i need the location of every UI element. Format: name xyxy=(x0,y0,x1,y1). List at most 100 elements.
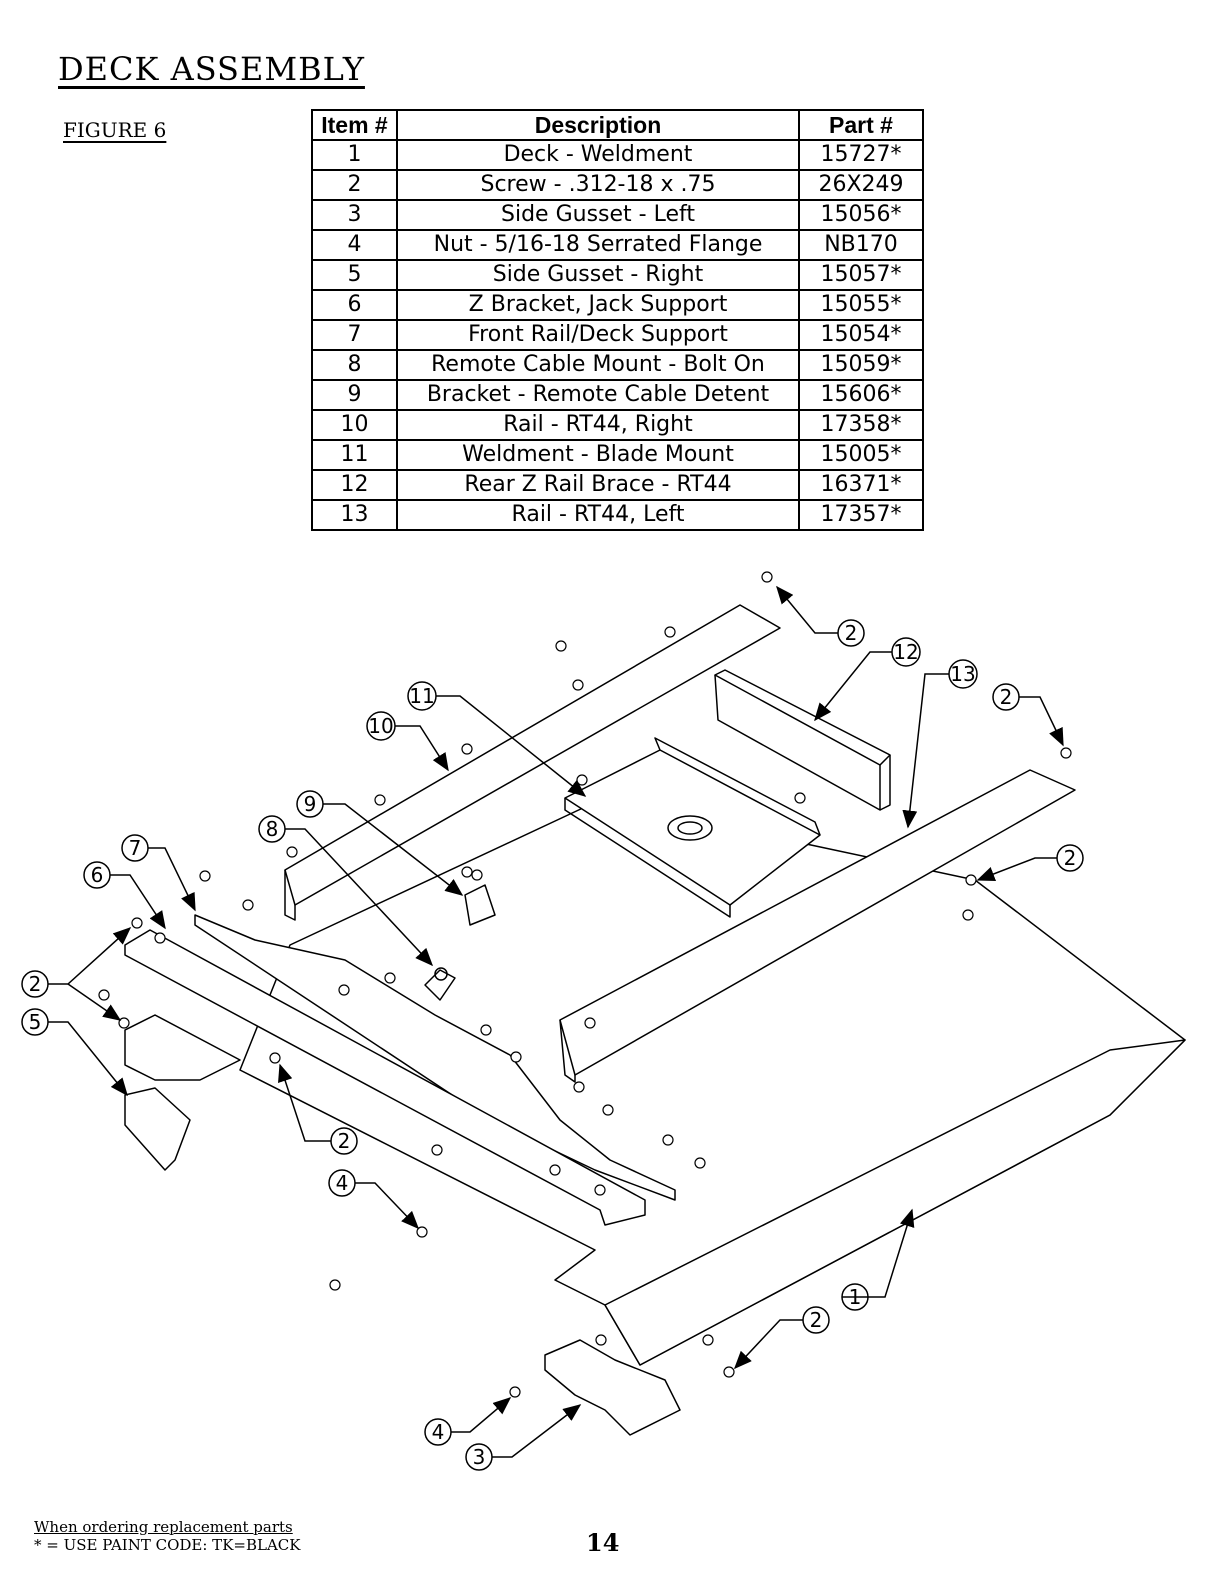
description-cell: Weldment - Blade Mount xyxy=(396,439,800,471)
cable-detent-bracket xyxy=(464,884,496,926)
callout-13: 13 xyxy=(902,659,978,829)
header-item: Item # xyxy=(311,109,398,141)
part-number-cell: 26X249 xyxy=(798,169,924,201)
callout-label: 10 xyxy=(368,714,393,738)
callout-label: 2 xyxy=(810,1308,823,1332)
description-cell: Side Gusset - Left xyxy=(396,199,800,231)
description-cell: Rail - RT44, Left xyxy=(396,499,800,531)
rail-left xyxy=(559,769,1076,1076)
callout-4a: 4 xyxy=(328,1169,420,1230)
callout-1: 1 xyxy=(841,1208,915,1311)
part-number-cell: 15054* xyxy=(798,319,924,351)
callout-2b: 2 xyxy=(992,683,1064,747)
callout-group: 2 12 13 2 11 10 9 8 7 6 2 5 2 4 1 2 4 3 xyxy=(21,585,1064,1471)
callout-label: 8 xyxy=(266,817,279,841)
callout-label: 9 xyxy=(304,792,317,816)
callout-6: 6 xyxy=(83,861,166,930)
callout-label: 2 xyxy=(1000,685,1013,709)
callout-9: 9 xyxy=(296,790,464,896)
item-number-cell: 9 xyxy=(311,379,398,411)
item-number-cell: 10 xyxy=(311,409,398,441)
part-number-cell: 17357* xyxy=(798,499,924,531)
callout-label: 12 xyxy=(893,640,918,664)
item-number-cell: 11 xyxy=(311,439,398,471)
description-cell: Z Bracket, Jack Support xyxy=(396,289,800,321)
item-number-cell: 1 xyxy=(311,139,398,171)
part-number-cell: 15056* xyxy=(798,199,924,231)
part-number-cell: 15727* xyxy=(798,139,924,171)
callout-label: 2 xyxy=(845,621,858,645)
item-number-cell: 4 xyxy=(311,229,398,261)
callout-11: 11 xyxy=(407,681,587,797)
callout-label: 2 xyxy=(29,972,42,996)
item-number-cell: 6 xyxy=(311,289,398,321)
figure-label: FIGURE 6 xyxy=(63,118,167,142)
item-number-cell: 7 xyxy=(311,319,398,351)
description-cell: Rear Z Rail Brace - RT44 xyxy=(396,469,800,501)
callout-label: 6 xyxy=(91,863,104,887)
header-description: Description xyxy=(396,109,800,141)
callout-4b: 4 xyxy=(424,1397,512,1446)
page-title: DECK ASSEMBLY xyxy=(58,50,365,88)
part-number-cell: NB170 xyxy=(798,229,924,261)
callout-3: 3 xyxy=(465,1404,582,1471)
item-number-cell: 13 xyxy=(311,499,398,531)
part-number-cell: 16371* xyxy=(798,469,924,501)
callout-label: 2 xyxy=(338,1129,351,1153)
callout-label: 4 xyxy=(432,1420,445,1444)
callout-5: 5 xyxy=(21,1008,128,1097)
table-header-row: Item # Description Part # xyxy=(311,109,924,141)
callout-7: 7 xyxy=(121,834,196,912)
callout-label: 7 xyxy=(129,836,142,860)
callout-label: 3 xyxy=(473,1445,486,1469)
description-cell: Bracket - Remote Cable Detent xyxy=(396,379,800,411)
part-number-cell: 15059* xyxy=(798,349,924,381)
description-cell: Deck - Weldment xyxy=(396,139,800,171)
description-cell: Nut - 5/16-18 Serrated Flange xyxy=(396,229,800,261)
z-bracket xyxy=(124,929,646,1226)
rear-z-brace xyxy=(714,669,891,766)
item-number-cell: 5 xyxy=(311,259,398,291)
callout-2e: 2 xyxy=(733,1306,830,1370)
callout-label: 4 xyxy=(336,1171,349,1195)
side-gusset-right xyxy=(124,1087,191,1171)
callout-label: 2 xyxy=(1064,846,1077,870)
description-cell: Screw - .312-18 x .75 xyxy=(396,169,800,201)
callout-label: 13 xyxy=(950,662,975,686)
callout-2f: 2 xyxy=(976,844,1084,882)
header-part: Part # xyxy=(798,109,924,141)
deck-assembly-diagram: 2 12 13 2 11 10 9 8 7 6 2 5 2 4 1 2 4 3 … xyxy=(21,571,1186,1471)
footer-note: When ordering replacement parts * = USE … xyxy=(34,1518,300,1554)
item-number-cell: 12 xyxy=(311,469,398,501)
description-cell: Rail - RT44, Right xyxy=(396,409,800,441)
callout-10: 10 xyxy=(366,711,449,772)
item-number-cell: 8 xyxy=(311,349,398,381)
part-number-cell: 15606* xyxy=(798,379,924,411)
paint-code-note: * = USE PAINT CODE: TK=BLACK xyxy=(34,1536,301,1554)
description-cell: Front Rail/Deck Support xyxy=(396,319,800,351)
side-gusset-left xyxy=(544,1339,681,1436)
item-number-cell: 3 xyxy=(311,199,398,231)
part-number-cell: 15057* xyxy=(798,259,924,291)
page-number: 14 xyxy=(586,1528,620,1557)
callout-12: 12 xyxy=(814,637,921,722)
description-cell: Side Gusset - Right xyxy=(396,259,800,291)
callout-label: 11 xyxy=(409,684,434,708)
callout-label: 5 xyxy=(29,1010,42,1034)
callout-8: 8 xyxy=(258,815,434,967)
ordering-note: When ordering replacement parts xyxy=(34,1518,293,1536)
part-number-cell: 15055* xyxy=(798,289,924,321)
